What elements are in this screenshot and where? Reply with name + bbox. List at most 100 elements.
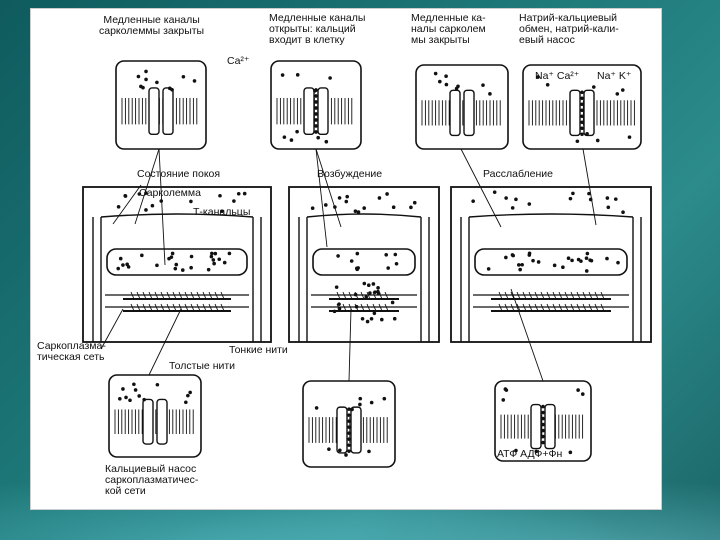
cell-relaxation-sr-ion [487, 267, 491, 271]
cell-relaxation-sr-ion [561, 265, 565, 269]
box-sr-pump-mid-ion [358, 403, 362, 407]
box-relax-top-ion [445, 83, 449, 87]
cell-excitation-ca-ion [372, 282, 376, 286]
box-relax-top [416, 65, 508, 149]
cell-excitation-sr-ion [394, 253, 398, 257]
box-sr-pump-mid-ion [347, 425, 351, 429]
label-excitation: Возбуждение [317, 169, 382, 180]
cell-relaxation-ion [514, 198, 518, 202]
box-pump-top-ion [615, 92, 619, 96]
box-pump-top-ion [546, 83, 550, 87]
cell-excitation-ion [378, 196, 382, 200]
box-sr-pump-left-ion [134, 388, 138, 392]
box-sr-pump-left-ion [121, 387, 125, 391]
label-na-ca: Na⁺ Ca²⁺ [535, 71, 579, 82]
box-excite-top-channel [304, 88, 314, 134]
box-sr-pump-mid-channel [337, 407, 347, 453]
cell-excitation-ca-ion [376, 286, 380, 290]
box-sr-pump-mid-ion [327, 447, 331, 451]
cell-excitation-ca-ion [355, 305, 359, 309]
box-sr-pump-mid-ion [347, 413, 351, 417]
cell-rest-sr-ion [207, 268, 211, 272]
cell-relaxation-ion [569, 197, 573, 201]
box-sr-pump-right-channel [545, 405, 555, 449]
box-sr-pump-mid-ion [367, 450, 371, 454]
box-sr-pump-mid-ion [347, 449, 351, 453]
cell-excitation-ca-ion [354, 293, 358, 297]
cell-rest-ion [243, 192, 247, 196]
box-sr-pump-mid-ion [347, 437, 351, 441]
cell-excitation-ca-ion [380, 318, 384, 322]
cell-excitation-ca-ion [368, 291, 372, 295]
label-na-k: Na⁺ K⁺ [597, 71, 631, 82]
label-state-rest: Состояние покоя [137, 169, 220, 180]
cell-relaxation-sr-ion [567, 256, 571, 260]
label-thin-filaments: Тонкие нити [229, 345, 288, 356]
cell-excitation-ca-ion [338, 307, 342, 311]
box-sr-pump-right-ion [501, 398, 505, 402]
diagram-art [31, 9, 661, 509]
box-sr-pump-right-ion [569, 451, 573, 455]
cell-rest-sr-ion [170, 255, 174, 259]
cell-rest-sr-ion [190, 255, 194, 259]
cell-rest-sr-ion [210, 252, 214, 256]
cell-rest-sr-ion [212, 262, 216, 266]
cell-rest-sr-ion [116, 267, 120, 271]
cell-excitation-ion [354, 209, 358, 213]
box-sr-pump-left-ion [128, 398, 132, 402]
box-sr-pump-left-ion [186, 394, 190, 398]
box-excite-top-ion [290, 138, 294, 142]
box-excite-top-ion [314, 106, 318, 110]
cell-excitation-ion [392, 205, 396, 209]
cell-rest-sr-ion [155, 264, 159, 268]
box-excite-top-ion [313, 89, 317, 93]
cell-rest-ion [144, 208, 148, 212]
box-sr-pump-mid-ion [358, 397, 362, 401]
cell-relaxation-sr-ion [585, 269, 589, 273]
box-sr-pump-mid-ion [338, 448, 342, 452]
box-sr-pump-right-ion [541, 435, 545, 439]
label-sarcolemma: Сарколемма [139, 188, 201, 199]
box-excite-top-ion [314, 118, 318, 122]
box-excite-top-ion [325, 140, 329, 144]
cell-rest-sr-ion [171, 252, 175, 256]
cell-rest-ion [117, 205, 121, 209]
cell-excitation-sr-ion [336, 254, 340, 258]
box-sr-pump-right-ion [504, 387, 508, 391]
box-sr-pump-right-ion [541, 429, 545, 433]
cell-relaxation-sr-ion [586, 252, 590, 256]
cell-excitation-ca-ion [373, 311, 377, 315]
box-rest-top-ion [144, 78, 148, 82]
cell-rest-ion [232, 199, 236, 203]
cell-excitation-ca-ion [361, 317, 365, 321]
box-sr-pump-mid-ion [347, 431, 351, 435]
box-pump-top-ion [585, 132, 589, 136]
cell-relaxation-sr-ion [504, 256, 508, 260]
box-rest-top-ion [182, 75, 186, 79]
cell-relaxation-sr-ion [511, 253, 515, 257]
cell-rest-ion [151, 204, 155, 208]
cell-rest-sr-ion [125, 263, 129, 267]
box-sr-pump-mid-ion [347, 419, 351, 423]
box-sr-pump-right-channel [531, 405, 541, 449]
cell-relaxation-sr-ion [528, 253, 532, 257]
box-pump-top-ion [580, 102, 584, 106]
box-rest-top-channel [163, 88, 173, 134]
cell-relaxation-ion [606, 205, 610, 209]
box-pump-top-ion [596, 139, 600, 143]
cell-excitation-ion [385, 192, 389, 196]
cell-excitation-ion [324, 203, 328, 207]
label-slow-closed: Медленные каналы сарколеммы закрыты [99, 15, 204, 37]
box-pump-top-channel [570, 90, 580, 135]
cell-relaxation-ion [614, 197, 618, 201]
box-excite-top-ion [314, 100, 318, 104]
box-relax-top-ion [438, 80, 442, 84]
box-relax-top-ion [434, 72, 438, 76]
cell-relaxation-sr-ion [570, 259, 574, 263]
cell-relaxation-sr-ion [577, 258, 581, 262]
cell-excitation-ion [362, 206, 366, 210]
box-sr-pump-left-ion [124, 396, 128, 400]
box-excite-top-ion [314, 112, 318, 116]
cell-relaxation-ion [606, 196, 610, 200]
box-sr-pump-left-ion [142, 398, 146, 402]
